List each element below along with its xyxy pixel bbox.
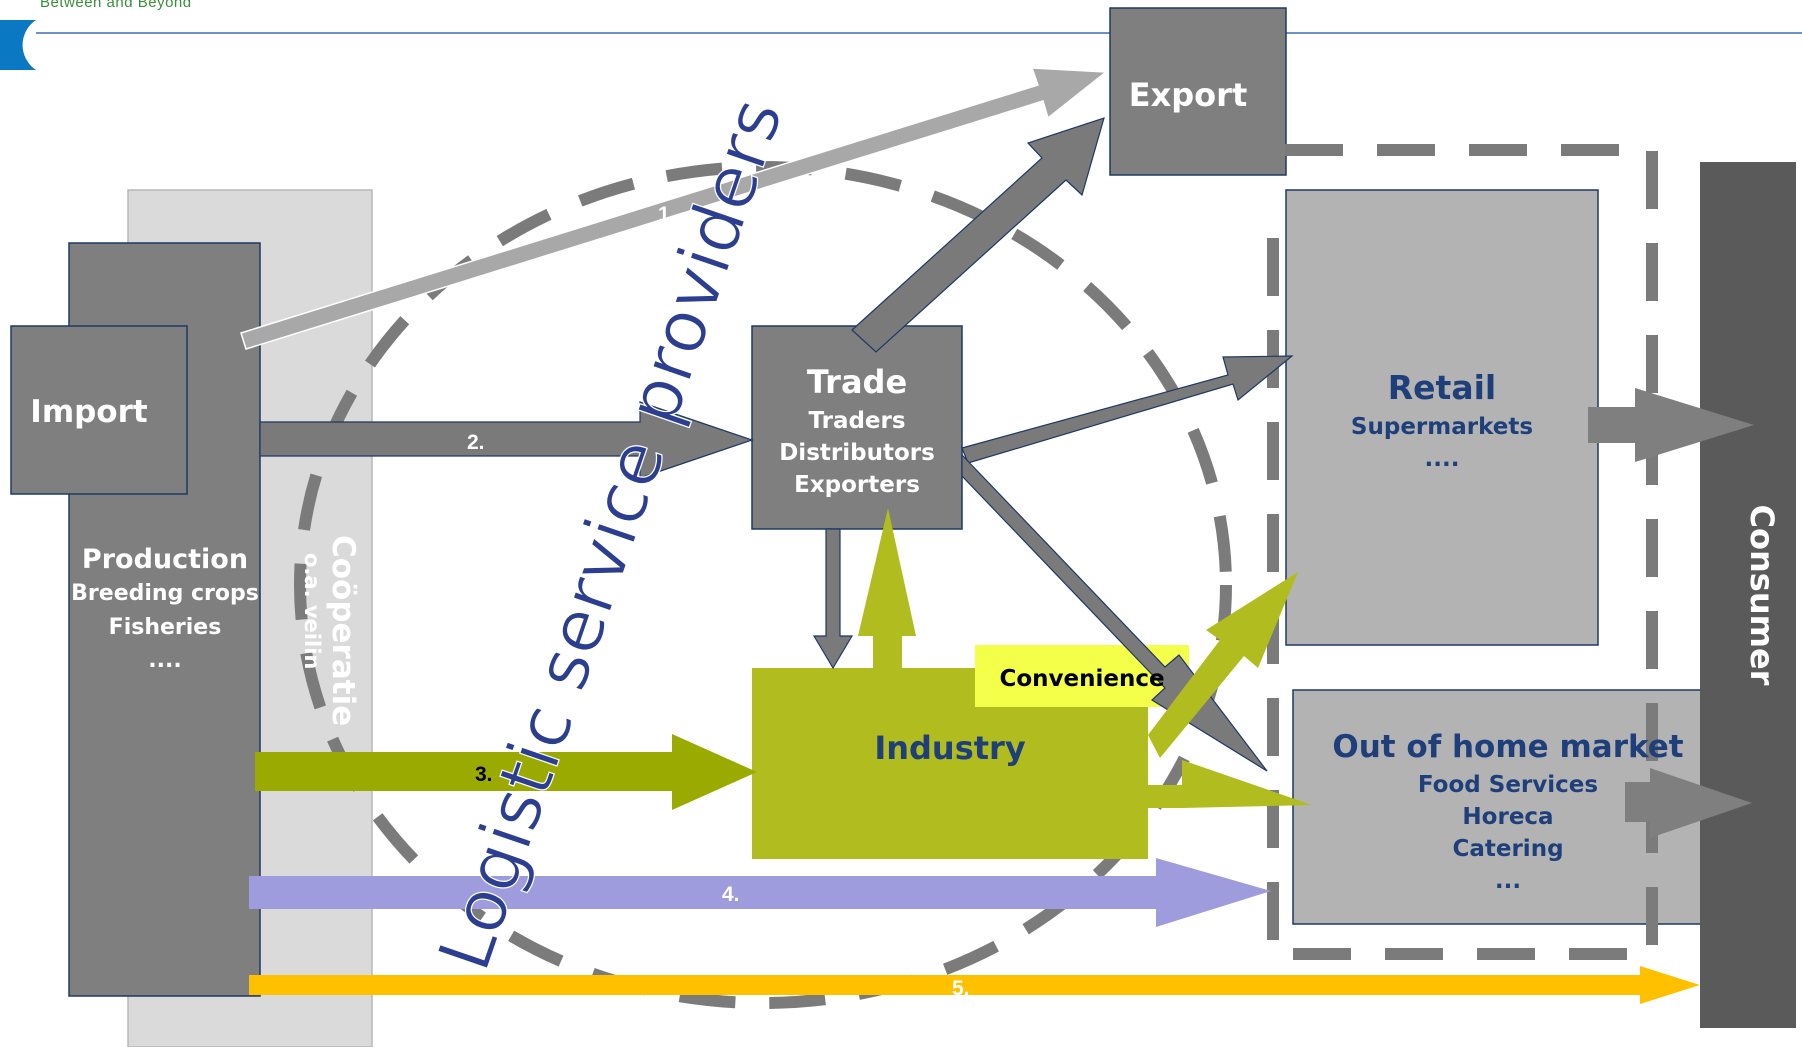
cooperatie-subtitle: o.a. veilin (300, 553, 324, 669)
flow-arrow-2 (259, 401, 754, 479)
import-box (10, 325, 188, 495)
production-line-2: Fisheries (109, 615, 222, 640)
retail-box (1285, 189, 1599, 646)
flow-arrow-3 (255, 734, 757, 810)
export-title: Export (1129, 76, 1247, 114)
flow-label-3: 3. (475, 763, 493, 786)
production-line-1: Breeding crops (71, 581, 259, 606)
production-line-3: .... (148, 648, 181, 673)
retail-dashed-frame (1267, 144, 1658, 960)
tagline: Between and Beyond (40, 0, 192, 11)
industry-to-trade-arrow (858, 508, 916, 668)
trade-box (751, 325, 963, 530)
industry-title: Industry (874, 729, 1026, 767)
retail-title: Retail (1388, 368, 1496, 407)
logo-icon (0, 20, 36, 70)
export-box (1109, 7, 1287, 176)
out-of-home-to-consumer-arrow (1625, 768, 1752, 838)
trade-line-3: Exporters (794, 472, 920, 498)
production-title: Production (82, 544, 248, 575)
import-title: Import (30, 394, 148, 430)
flow-label-4: 4. (722, 883, 740, 906)
industry-to-out-of-home-arrow (1148, 760, 1312, 808)
flow-arrow-5 (249, 966, 1700, 1004)
out-of-home-title: Out of home market (1332, 729, 1683, 765)
logistic-dashed-circle (294, 161, 1232, 1009)
out-of-home-line-3: Catering (1452, 836, 1563, 862)
retail-line-2: .... (1425, 446, 1460, 472)
flow-label-5: 5. (952, 977, 970, 1000)
flow-arrow-4 (249, 858, 1271, 927)
industry-to-retail-arrow (1148, 572, 1298, 758)
flow-arrow-1 (240, 67, 1109, 350)
trade-to-retail-arrow (961, 355, 1294, 464)
out-of-home-line-2: Horeca (1462, 804, 1553, 830)
trade-line-1: Traders (808, 408, 905, 434)
trade-to-export-arrow (851, 117, 1105, 353)
consumer-title: Consumer (1743, 505, 1781, 686)
out-of-home-line-1: Food Services (1418, 772, 1598, 798)
retail-to-consumer-arrow (1588, 388, 1754, 462)
trade-title: Trade (807, 363, 907, 401)
flow-label-1: 1. (658, 203, 676, 226)
trade-to-industry-arrow (812, 528, 854, 670)
out-of-home-line-4: ... (1495, 868, 1521, 894)
consumer-box (1700, 162, 1796, 1028)
cooperatie-title: Coöperatie (325, 535, 361, 726)
trade-line-2: Distributors (779, 440, 935, 466)
retail-line-1: Supermarkets (1351, 414, 1533, 440)
flow-label-2: 2. (467, 431, 485, 454)
convenience-title: Convenience (999, 666, 1164, 692)
